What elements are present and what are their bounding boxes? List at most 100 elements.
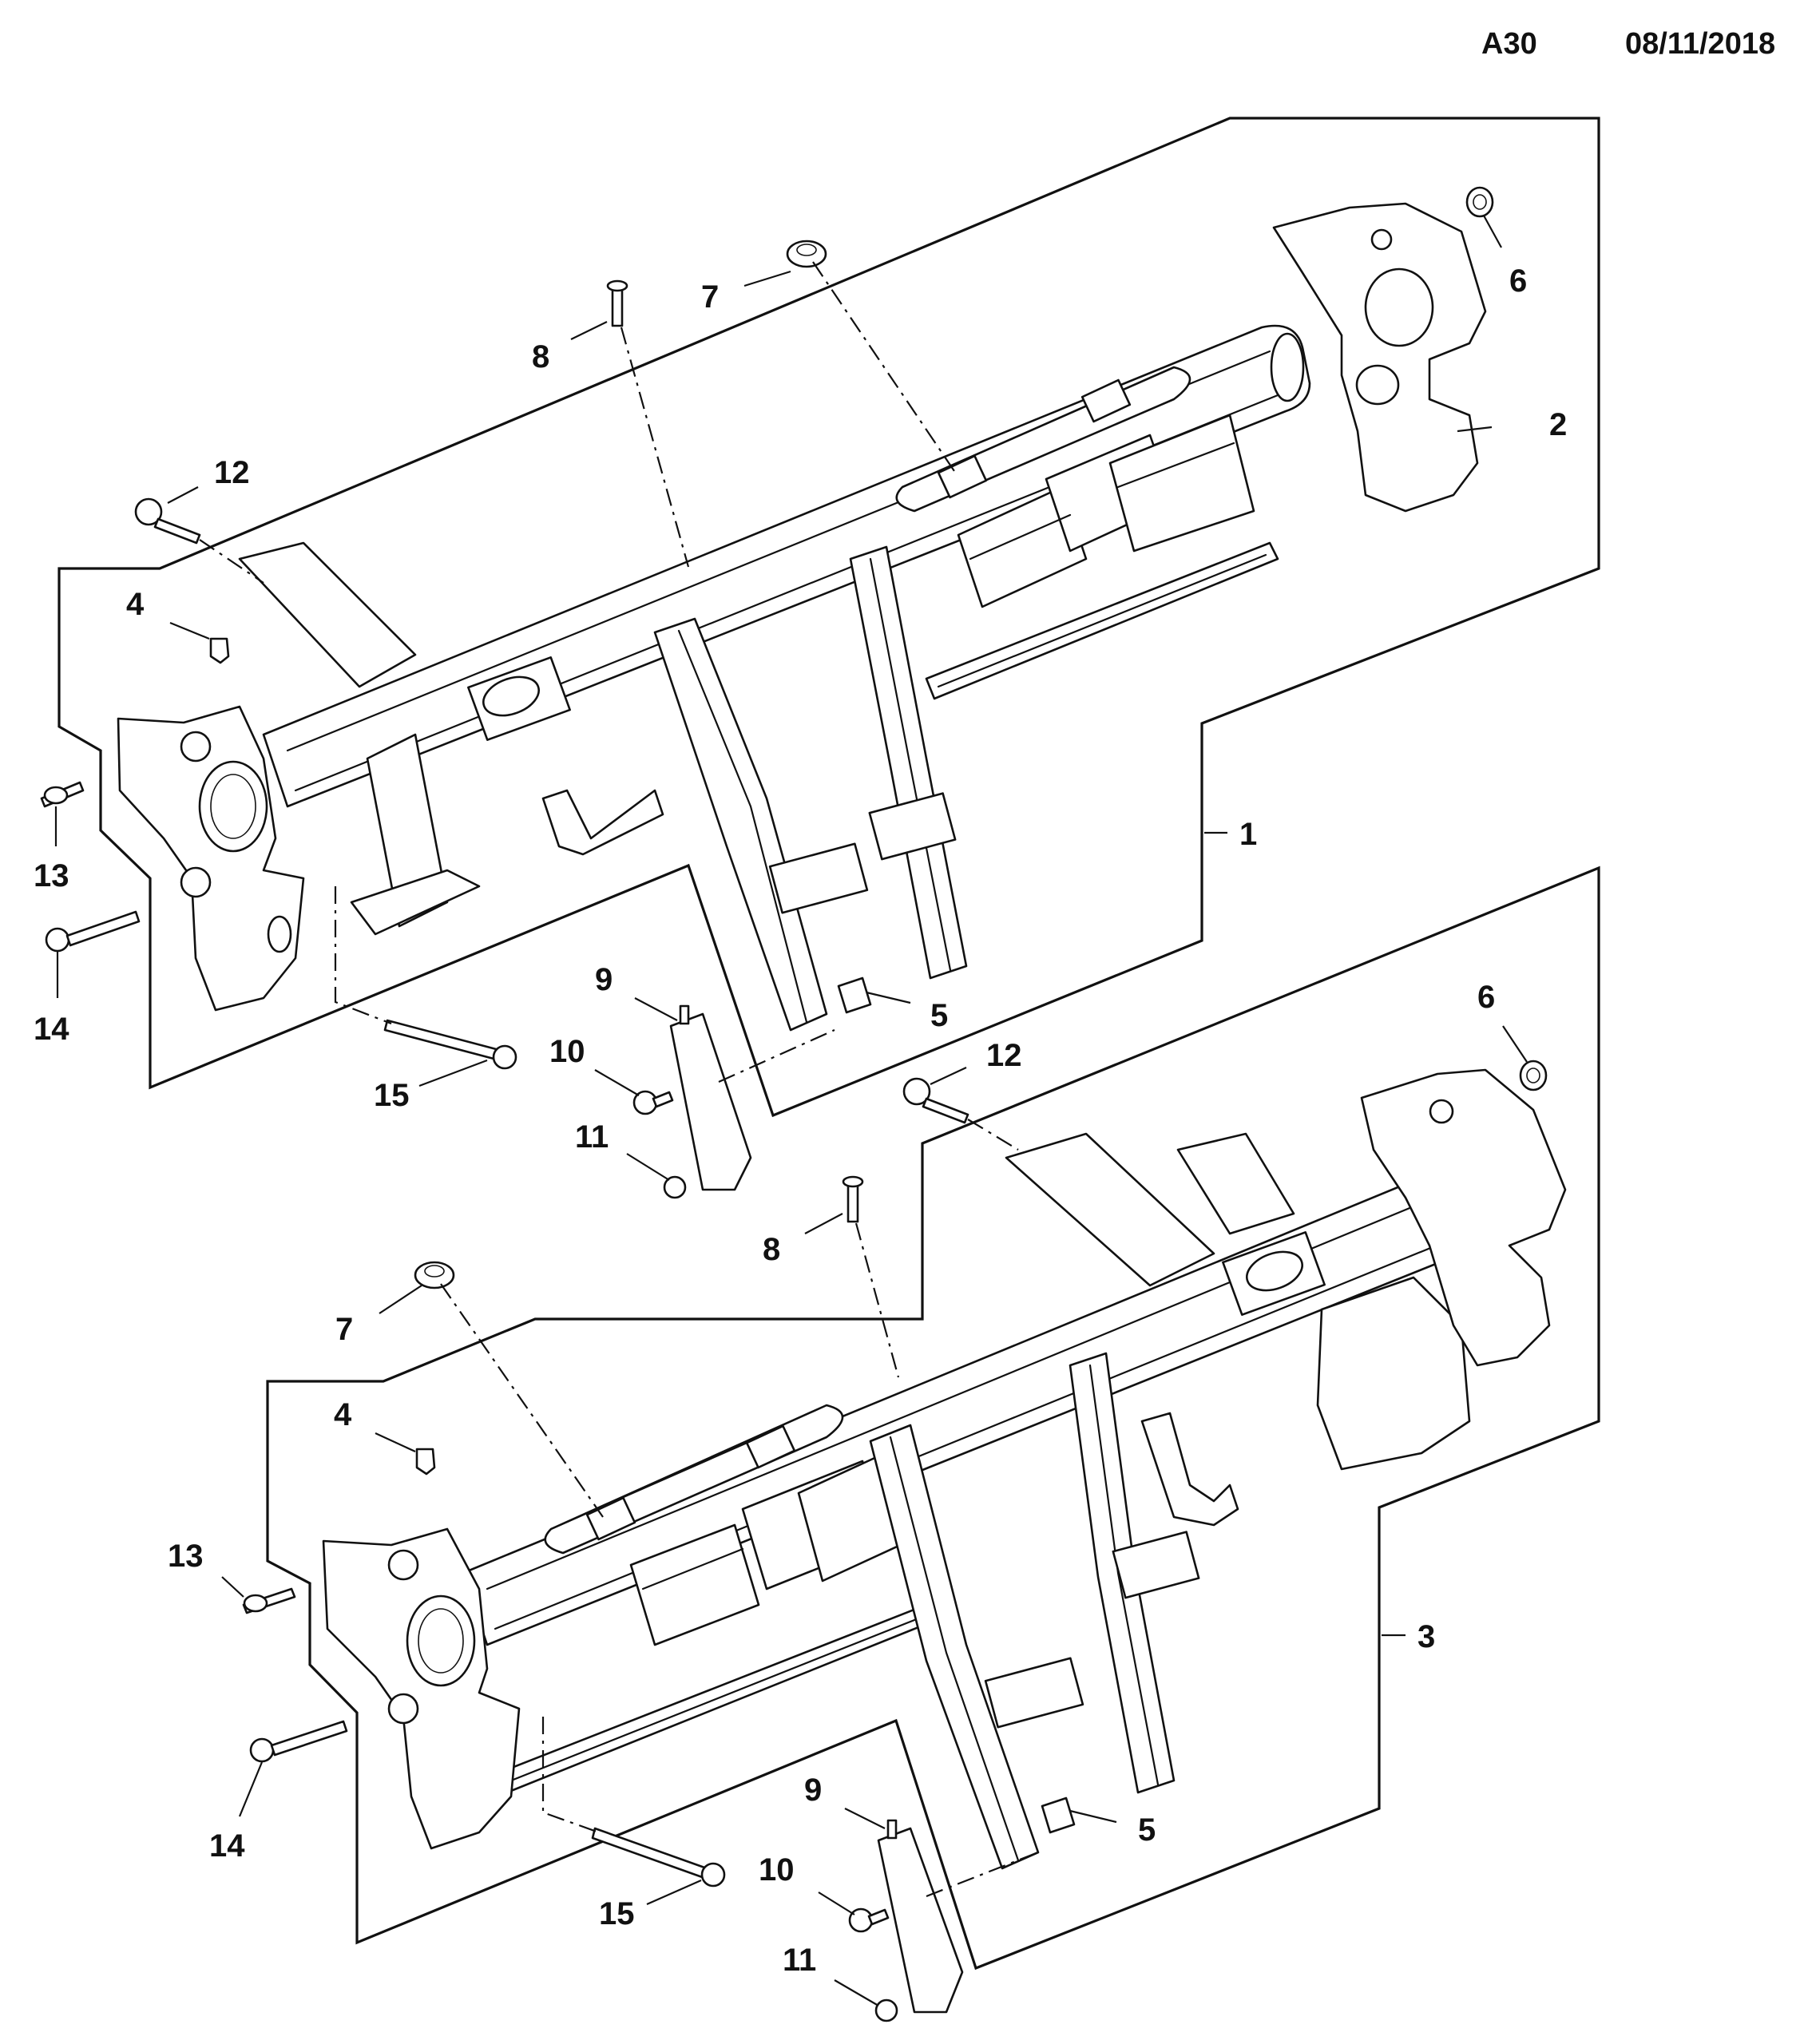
install-path-8-upper [620,327,690,568]
bolt-10-upper [632,1090,674,1115]
callout-7-upper: 7 [701,279,719,315]
bolt-15-upper [383,1019,517,1070]
install-path-15-upper [334,886,392,1025]
install-path-15-lower [541,1717,600,1834]
fastener-7-lower [414,1261,455,1289]
screw-12-lower [902,1077,969,1124]
callout-5-upper: 5 [930,998,948,1033]
leader-5-lower [1069,1809,1117,1824]
clip-5-lower [1041,1796,1076,1834]
callout-11-lower: 11 [783,1943,816,1978]
page-date: 08/11/2018 [1625,27,1776,61]
leader-4-lower [375,1432,416,1452]
center-brace-upper [653,617,869,1032]
install-path-8-lower [854,1222,900,1378]
nut-11-lower [874,1998,898,2022]
install-path-7-lower [440,1283,604,1518]
callout-14-lower: 14 [209,1828,245,1864]
leader-8-upper [570,321,608,340]
assembly-group-lower: 3 4 5 6 7 8 9 10 11 12 13 14 15 [168,866,1600,2022]
knee-brackets-lower [1005,1132,1471,1527]
column-support-lower [544,1404,844,1555]
leader-15-lower [646,1879,702,1906]
right-side-bracket-lower [1360,1068,1567,1367]
group-frame-lower [266,866,1600,1971]
callout-15-lower: 15 [599,1896,635,1931]
left-side-bracket-lower [322,1527,521,1850]
leader-8-lower [804,1213,843,1234]
group-frame-upper [57,117,1600,1118]
nut-6-lower [1519,1060,1548,1091]
leader-12-upper [167,486,199,504]
leader-4-upper [169,621,210,640]
clip-5-upper [837,976,872,1014]
leader-10-upper [594,1069,640,1096]
callout-12-upper: 12 [214,455,250,490]
leader-13-lower [221,1576,244,1598]
leader-11-lower [834,1979,879,2006]
bolt-15-lower [591,1827,726,1888]
clip-4-upper [209,637,230,664]
callout-10-lower: 10 [759,1852,795,1888]
stud-13-upper [40,781,85,808]
install-path-7-upper [812,261,955,472]
callout-9-upper: 9 [595,962,613,997]
knee-brackets-upper [238,541,664,936]
nut-11-upper [663,1175,687,1199]
callout-3: 3 [1417,1619,1435,1654]
install-path-12-upper [199,539,264,584]
bolt-14-upper [45,910,141,953]
right-side-bracket-upper [1272,202,1487,513]
callout-12-lower: 12 [986,1038,1022,1073]
column-brackets-upper [957,414,1255,608]
leader-7-upper [743,270,791,287]
callout-7-lower: 7 [335,1312,353,1347]
callout-15-upper: 15 [374,1078,410,1113]
assembly-group-upper: 1 2 4 5 6 7 8 9 10 11 12 13 14 15 [34,117,1600,1199]
fastener-7-upper [786,240,827,268]
install-path-9-lower [926,1851,1039,1898]
leader-12-lower [930,1067,967,1085]
leader-14-lower [238,1761,264,1817]
callout-13-lower: 13 [168,1539,204,1574]
stud-13-lower [242,1587,296,1614]
leader-9-upper [634,997,678,1021]
bolt-14-lower [249,1720,348,1763]
left-side-bracket-upper [117,705,305,1012]
callout-6-upper: 6 [1509,263,1527,299]
callout-10-upper: 10 [549,1034,585,1069]
callout-8-upper: 8 [532,339,549,374]
clip-4-lower [415,1448,436,1476]
page-code: A30 [1481,27,1537,61]
install-path-12-lower [967,1119,1019,1151]
callout-4-upper: 4 [126,587,145,622]
leader-6-lower [1502,1025,1528,1063]
bracket-9-lower [877,1819,964,2014]
callout-5-lower: 5 [1138,1812,1156,1848]
right-brace-lower [1069,1352,1200,1794]
callout-14-upper: 14 [34,1012,69,1047]
callout-4-lower: 4 [334,1397,352,1432]
leader-10-lower [818,1891,855,1915]
leader-2-upper [1457,426,1493,433]
bracket-9-upper [669,1004,752,1191]
lower-rail-upper [925,541,1279,700]
bolt-10-lower [848,1907,890,1933]
lower-rail-lower [478,1603,936,1802]
screw-12-upper [134,497,201,545]
leader-7-lower [379,1285,422,1314]
screw-8-lower [842,1175,864,1223]
leader-15-upper [418,1059,488,1087]
callout-8-lower: 8 [763,1232,780,1267]
screw-8-upper [606,279,628,327]
nut-6-upper [1465,186,1494,218]
callout-1: 1 [1239,817,1257,852]
right-brace-upper [849,545,968,980]
callout-13-upper: 13 [34,858,69,893]
callout-11-upper: 11 [575,1119,609,1155]
leader-9-lower [844,1808,886,1829]
callout-9-lower: 9 [804,1773,822,1808]
leader-5-upper [866,991,911,1004]
